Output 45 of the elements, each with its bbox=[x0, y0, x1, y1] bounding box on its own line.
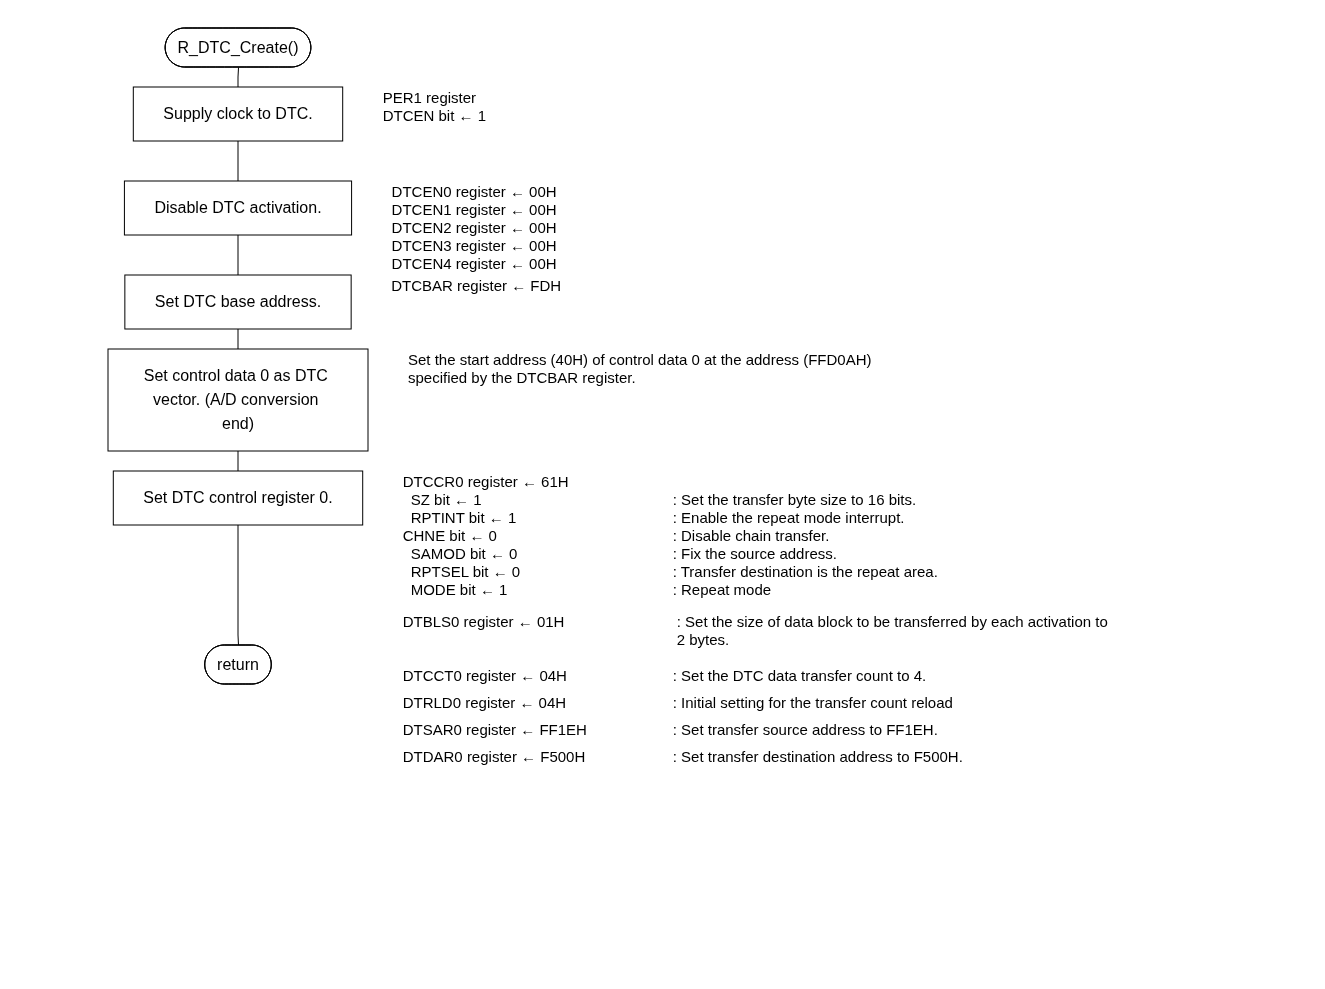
connector-line bbox=[237, 328, 239, 350]
register-setting-text: SZ bit ← 1 bbox=[410, 491, 482, 509]
description-text: : Repeat mode bbox=[672, 581, 773, 599]
connector-line bbox=[237, 67, 239, 88]
register-setting-text: DTSAR0 register ← FF1EH bbox=[402, 721, 587, 740]
terminal-box: return bbox=[204, 644, 272, 685]
connector-line bbox=[237, 140, 239, 182]
process-box: Supply clock to DTC. bbox=[132, 86, 344, 142]
description-text: : Enable the repeat mode interrupt. bbox=[672, 509, 906, 527]
description-text: : Set the DTC data transfer count to 4. bbox=[672, 667, 928, 686]
register-setting-text: DTDAR0 register ← F500H bbox=[402, 748, 586, 767]
register-setting-text: MODE bit ← 1 bbox=[410, 581, 508, 599]
process-box: Set DTC base address. bbox=[124, 274, 352, 330]
register-setting-text: PER1 register bbox=[382, 89, 477, 107]
register-setting-text: CHNE bit ← 0 bbox=[402, 527, 497, 545]
description-text: : Disable chain transfer. bbox=[672, 527, 831, 545]
register-setting-text: DTCEN bit ← 1 bbox=[382, 107, 487, 125]
register-setting-text: DTCEN3 register ← 00H bbox=[391, 237, 557, 255]
register-setting-text: Set the start address (40H) of control data 0 at the address (FFD0AH) specified by the DTCBAR register. bbox=[408, 351, 873, 387]
description-text: : Set the size of data block to be transferred by each activation to 2 bytes. bbox=[676, 613, 1109, 650]
register-setting-text: DTCBAR register ← FDH bbox=[391, 277, 563, 295]
register-setting-text: SAMOD bit ← 0 bbox=[410, 545, 518, 563]
description-text: : Set the transfer byte size to 16 bits. bbox=[672, 491, 918, 509]
register-setting-text: DTRLD0 register ← 04H bbox=[402, 694, 567, 713]
register-setting-text: RPTSEL bit ← 0 bbox=[410, 563, 521, 581]
description-text: : Transfer destination is the repeat area. bbox=[672, 563, 939, 581]
connector-line bbox=[237, 450, 239, 472]
description-text: : Fix the source address. bbox=[672, 545, 838, 563]
register-setting-text: DTCCR0 register ← 61H bbox=[402, 473, 569, 491]
description-text: : Set transfer source address to FF1EH. bbox=[672, 721, 939, 740]
register-setting-text: DTCEN0 register ← 00H bbox=[391, 183, 557, 201]
description-text: : Set transfer destination address to F500H. bbox=[672, 748, 964, 767]
process-box: Set DTC control register 0. bbox=[112, 470, 364, 526]
register-setting-text: DTCCT0 register ← 04H bbox=[402, 667, 567, 686]
description-text: : Initial setting for the transfer count reload bbox=[672, 694, 954, 713]
terminal-box: R_DTC_Create() bbox=[164, 27, 312, 68]
process-box: Set control data 0 as DTC vector. (A/D conversion end) bbox=[107, 348, 369, 452]
register-setting-text: DTCEN1 register ← 00H bbox=[391, 201, 557, 219]
register-setting-text: DTBLS0 register ← 01H bbox=[402, 613, 565, 632]
process-box: Disable DTC activation. bbox=[123, 180, 353, 236]
register-setting-text: DTCEN4 register ← 00H bbox=[391, 255, 557, 273]
register-setting-text: DTCEN2 register ← 00H bbox=[391, 219, 557, 237]
connector-line bbox=[237, 524, 239, 646]
register-setting-text: RPTINT bit ← 1 bbox=[410, 509, 517, 527]
connector-line bbox=[237, 234, 239, 276]
